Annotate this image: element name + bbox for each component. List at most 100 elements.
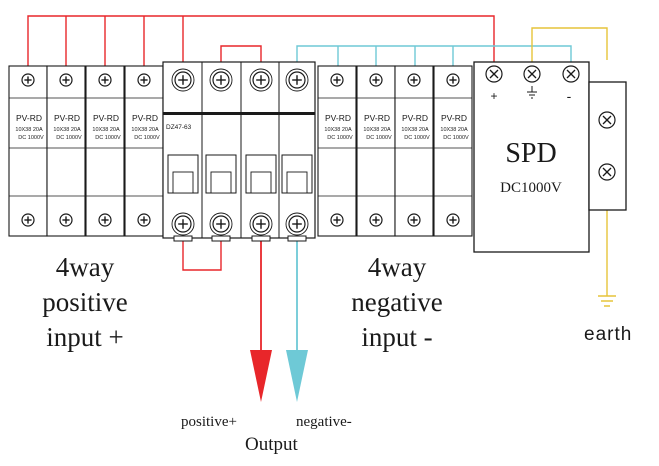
breaker-top-terminal-icon: [252, 71, 270, 89]
fuse-body: [85, 65, 125, 237]
negative-bus-wire: [296, 45, 572, 73]
fuse-top-screw-icon: [59, 73, 73, 87]
spd-module-screw-top-icon: [598, 111, 616, 129]
fuse-body: [394, 65, 434, 237]
fuse-spec2: DC 1000V: [404, 135, 430, 141]
surge-protector: [473, 61, 627, 253]
breaker-band: [163, 112, 315, 115]
spd-rating: DC1000V: [500, 180, 562, 196]
fuse-top-screw-icon: [98, 73, 112, 87]
breaker-bottom-terminal-icon: [212, 215, 230, 233]
negative-input-line2: negative: [351, 287, 442, 317]
fuse-label: PV-RD: [364, 113, 390, 123]
fuse-spec1: 10X38 20A: [363, 127, 391, 133]
fuse-spec2: DC 1000V: [56, 135, 82, 141]
wires: [27, 15, 616, 402]
fuse-label: PV-RD: [93, 113, 119, 123]
fuse-bottom-screw-icon: [137, 213, 151, 227]
fuse-top-screw-icon: [330, 73, 344, 87]
fuse-bottom-screw-icon: [369, 213, 383, 227]
output-negative-label: negative-: [296, 414, 352, 430]
output-label: Output: [245, 434, 299, 455]
fuse-spec1: 10X38 20A: [401, 127, 429, 133]
dc-breaker: DZ47-63: [162, 61, 316, 242]
breaker-clip: [173, 235, 193, 242]
fuse-spec1: 10X38 20A: [131, 127, 159, 133]
fuse-label: PV-RD: [441, 113, 467, 123]
negative-input-line1: 4way: [368, 252, 427, 282]
fuse-spec2: DC 1000V: [134, 135, 160, 141]
breaker-body: [162, 61, 316, 239]
spd-body: [473, 61, 590, 253]
breaker-toggle-lever: [172, 171, 194, 194]
negative-fuse-holder: PV-RD 10X38 20A DC 1000V: [433, 65, 473, 237]
positive-breaker-link: [220, 45, 262, 73]
fuse-body: [124, 65, 164, 237]
negative-input-line3: input -: [361, 322, 432, 352]
fuse-spec2: DC 1000V: [95, 135, 121, 141]
negative-fuse-holder: PV-RD 10X38 20A DC 1000V: [394, 65, 434, 237]
breaker-bottom-terminal-icon: [252, 215, 270, 233]
negative-output-arrow: [286, 350, 308, 402]
breaker-clip: [251, 235, 271, 242]
breaker-toggle-lever: [286, 171, 308, 194]
positive-bus-wire: [27, 15, 495, 73]
spd-negative-terminal-icon: [562, 65, 580, 83]
breaker-toggle-lever: [210, 171, 232, 194]
fuse-top-screw-icon: [446, 73, 460, 87]
positive-input-line3: input +: [46, 322, 123, 352]
fuse-spec1: 10X38 20A: [324, 127, 352, 133]
positive-input-line1: 4way: [56, 252, 115, 282]
fuse-top-screw-icon: [21, 73, 35, 87]
fuse-bottom-screw-icon: [407, 213, 421, 227]
fuse-spec1: 10X38 20A: [440, 127, 468, 133]
fuse-body: [46, 65, 86, 237]
breaker-bottom-terminal-icon: [174, 215, 192, 233]
breaker-model: DZ47-63: [166, 124, 192, 131]
negative-fuse-holder: PV-RD 10X38 20A DC 1000V: [317, 65, 357, 237]
fuse-spec1: 10X38 20A: [92, 127, 120, 133]
positive-fuse-holder: PV-RD 10X38 20A DC 1000V: [85, 65, 125, 237]
fuse-spec2: DC 1000V: [366, 135, 392, 141]
breaker-toggle-lever: [250, 171, 272, 194]
breaker-top-terminal-icon: [212, 71, 230, 89]
fuse-spec2: DC 1000V: [327, 135, 353, 141]
breaker-pole: [205, 68, 237, 242]
fuse-body: [433, 65, 473, 237]
fuse-body: [356, 65, 396, 237]
fuse-spec1: 10X38 20A: [15, 127, 43, 133]
negative-fuse-holder: PV-RD 10X38 20A DC 1000V: [356, 65, 396, 237]
positive-bottom-link: [182, 238, 222, 271]
fuse-bottom-screw-icon: [21, 213, 35, 227]
negative-input-label: 4way negative input -: [351, 252, 442, 352]
fuse-label: PV-RD: [16, 113, 42, 123]
fuse-bottom-screw-icon: [59, 213, 73, 227]
fuse-label: PV-RD: [402, 113, 428, 123]
breaker-pole: [245, 68, 277, 242]
earth-label: earth: [584, 324, 632, 345]
positive-fuse-holder: PV-RD 10X38 20A DC 1000V: [8, 65, 48, 237]
spd-module-screw-bottom-icon: [598, 163, 616, 181]
fuse-label: PV-RD: [54, 113, 80, 123]
positive-input-label: 4way positive input +: [42, 252, 128, 352]
spd-title: SPD: [505, 138, 556, 169]
spd-plus-sign: +: [490, 89, 497, 103]
spd-earth-terminal-icon: [523, 65, 541, 83]
spd-positive-terminal-icon: [485, 65, 503, 83]
fuse-bottom-screw-icon: [330, 213, 344, 227]
fuse-spec2: DC 1000V: [18, 135, 44, 141]
breaker-bottom-terminal-icon: [288, 215, 306, 233]
breaker-top-terminal-icon: [288, 71, 306, 89]
spd-minus-sign: -: [567, 88, 572, 104]
fuse-label: PV-RD: [325, 113, 351, 123]
fuse-body: [8, 65, 48, 237]
fuse-top-screw-icon: [137, 73, 151, 87]
earth-top-wire: [531, 27, 608, 73]
fuse-spec1: 10X38 20A: [53, 127, 81, 133]
positive-input-line2: positive: [42, 287, 128, 317]
fuse-spec2: DC 1000V: [443, 135, 469, 141]
fuse-bottom-screw-icon: [446, 213, 460, 227]
positive-output-arrow: [250, 350, 272, 402]
